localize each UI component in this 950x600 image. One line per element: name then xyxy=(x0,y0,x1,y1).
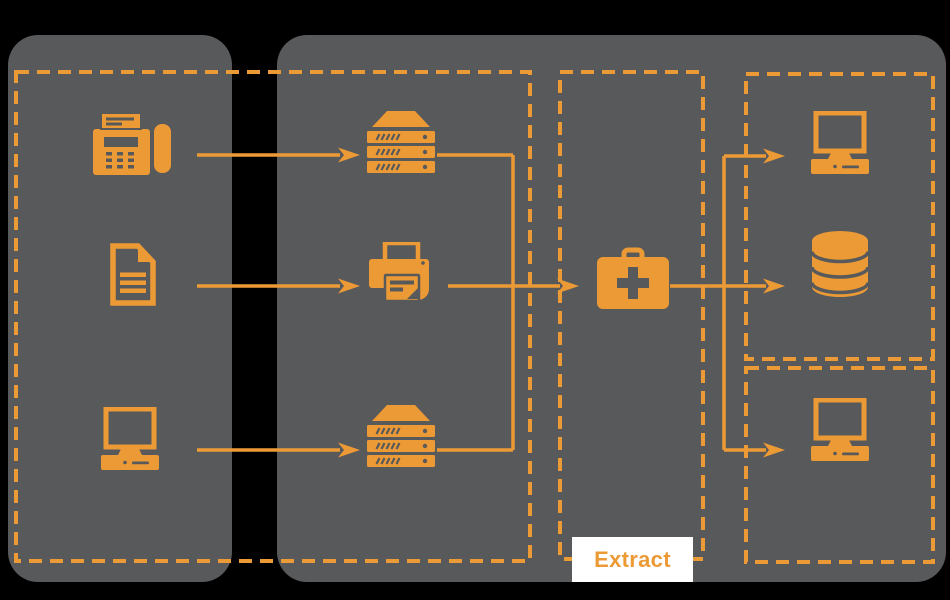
printer-icon xyxy=(368,242,430,306)
desktop-computer-icon xyxy=(100,407,160,472)
fax-icon xyxy=(93,113,171,175)
document-icon xyxy=(108,243,158,306)
server-icon xyxy=(367,405,435,469)
server-icon xyxy=(367,111,435,175)
extract-label: Extract xyxy=(572,537,693,582)
extract-label-text: Extract xyxy=(594,546,671,572)
database-icon xyxy=(812,231,868,297)
desktop-computer-icon xyxy=(810,111,870,176)
toolbox-icon xyxy=(597,247,669,309)
desktop-computer-icon xyxy=(810,398,870,463)
